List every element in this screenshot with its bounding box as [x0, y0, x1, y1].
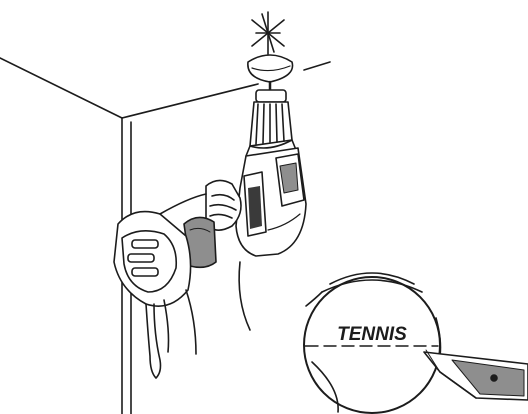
ball-label: TENNIS [337, 324, 407, 345]
dust-cup-on-bit [248, 55, 293, 92]
drill-chuck [246, 90, 296, 158]
utility-knife-icon [424, 350, 528, 400]
drill-body [236, 148, 306, 256]
drill-spark-icon [252, 12, 284, 54]
hand-gripping-drill [184, 180, 241, 267]
